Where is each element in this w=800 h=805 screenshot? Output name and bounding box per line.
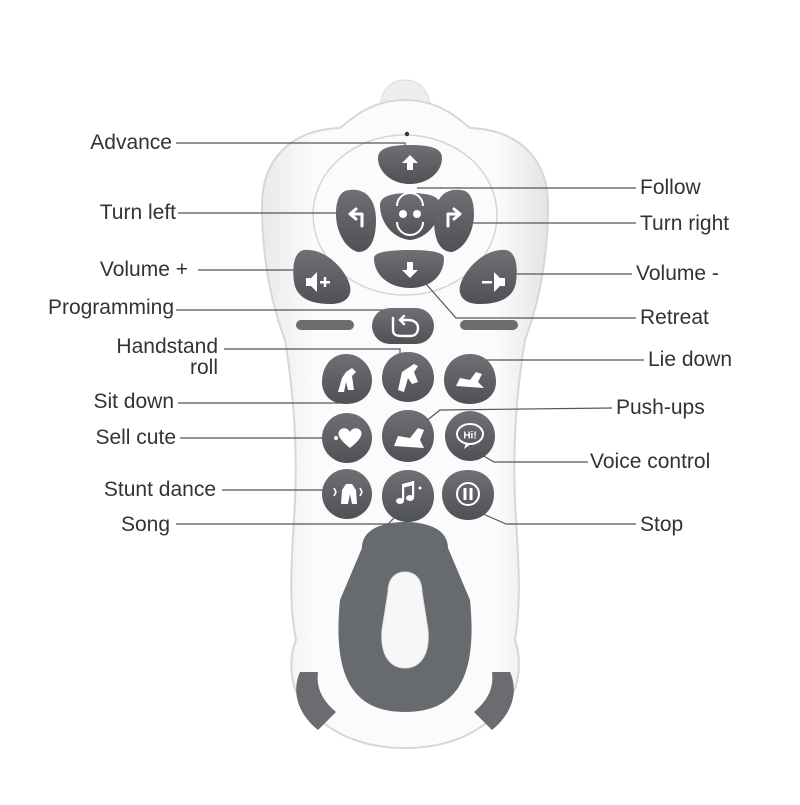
label-push-ups: Push-ups bbox=[616, 396, 705, 419]
label-handstand-roll-line1: Handstand bbox=[116, 335, 218, 358]
top-nub bbox=[379, 79, 431, 106]
indicator-light bbox=[404, 131, 410, 137]
leader-lines bbox=[176, 142, 644, 525]
loop-arrow-icon bbox=[391, 314, 420, 338]
voice-control-button[interactable]: Hi! bbox=[445, 411, 495, 461]
label-turn-right: Turn right bbox=[640, 212, 730, 235]
right-side-pad bbox=[474, 672, 514, 730]
label-voice-control: Voice control bbox=[590, 450, 711, 473]
advance-button[interactable] bbox=[378, 145, 442, 184]
retreat-button[interactable] bbox=[374, 250, 444, 288]
dog-sitting-icon bbox=[338, 368, 356, 392]
arrow-down-icon bbox=[402, 262, 418, 278]
music-note-icon bbox=[396, 481, 422, 504]
dpad-ring bbox=[312, 134, 498, 296]
song-button[interactable] bbox=[382, 470, 434, 522]
label-volume-down: Volume - bbox=[636, 262, 719, 285]
dog-dance-icon bbox=[333, 484, 363, 504]
label-programming: Programming bbox=[47, 296, 174, 319]
voice-control-icon-text: Hi! bbox=[463, 431, 476, 442]
label-song: Song bbox=[120, 513, 170, 536]
label-lie-down: Lie down bbox=[648, 348, 733, 371]
volume-up-button[interactable] bbox=[293, 249, 351, 304]
turn-left-button[interactable] bbox=[336, 189, 376, 252]
follow-button[interactable] bbox=[380, 192, 440, 240]
label-sell-cute: Sell cute bbox=[95, 426, 176, 449]
label-turn-left: Turn left bbox=[99, 201, 176, 224]
label-retreat: Retreat bbox=[640, 306, 709, 329]
speech-bubble-icon: Hi! bbox=[456, 423, 484, 449]
label-sit-down: Sit down bbox=[93, 390, 174, 413]
dog-lying-icon bbox=[456, 372, 484, 388]
label-advance: Advance bbox=[90, 131, 172, 154]
label-volume-up: Volume + bbox=[99, 258, 188, 281]
dog-handstand-icon bbox=[398, 364, 418, 392]
turn-left-arrow-icon bbox=[348, 207, 364, 228]
left-side-pad bbox=[296, 672, 336, 730]
volume-down-button[interactable] bbox=[459, 249, 517, 304]
stop-button[interactable] bbox=[442, 470, 494, 520]
turn-right-button[interactable] bbox=[434, 189, 474, 252]
speaker-minus-icon bbox=[482, 272, 505, 292]
arrow-up-icon bbox=[402, 155, 418, 170]
label-stop: Stop bbox=[640, 513, 684, 536]
label-stunt-dance: Stunt dance bbox=[103, 478, 216, 501]
push-ups-button[interactable] bbox=[382, 410, 434, 462]
sit-down-button[interactable] bbox=[322, 354, 372, 404]
grip-hole bbox=[381, 571, 429, 669]
turn-right-arrow-icon bbox=[446, 207, 462, 228]
handstand-roll-button[interactable] bbox=[382, 352, 434, 402]
heart-icon bbox=[338, 428, 362, 448]
lie-down-button[interactable] bbox=[444, 354, 496, 404]
stunt-dance-button[interactable] bbox=[322, 469, 372, 519]
label-handstand-roll-line2: roll bbox=[189, 356, 218, 379]
left-slot-bar bbox=[296, 320, 354, 330]
follow-icon bbox=[396, 192, 424, 236]
sell-cute-button[interactable] bbox=[322, 413, 372, 463]
pause-icon bbox=[456, 482, 480, 506]
programming-button[interactable] bbox=[372, 308, 434, 344]
label-follow: Follow bbox=[640, 176, 701, 199]
speaker-plus-icon bbox=[306, 272, 330, 292]
dog-pushup-icon bbox=[394, 428, 424, 448]
right-slot-bar bbox=[460, 320, 518, 330]
